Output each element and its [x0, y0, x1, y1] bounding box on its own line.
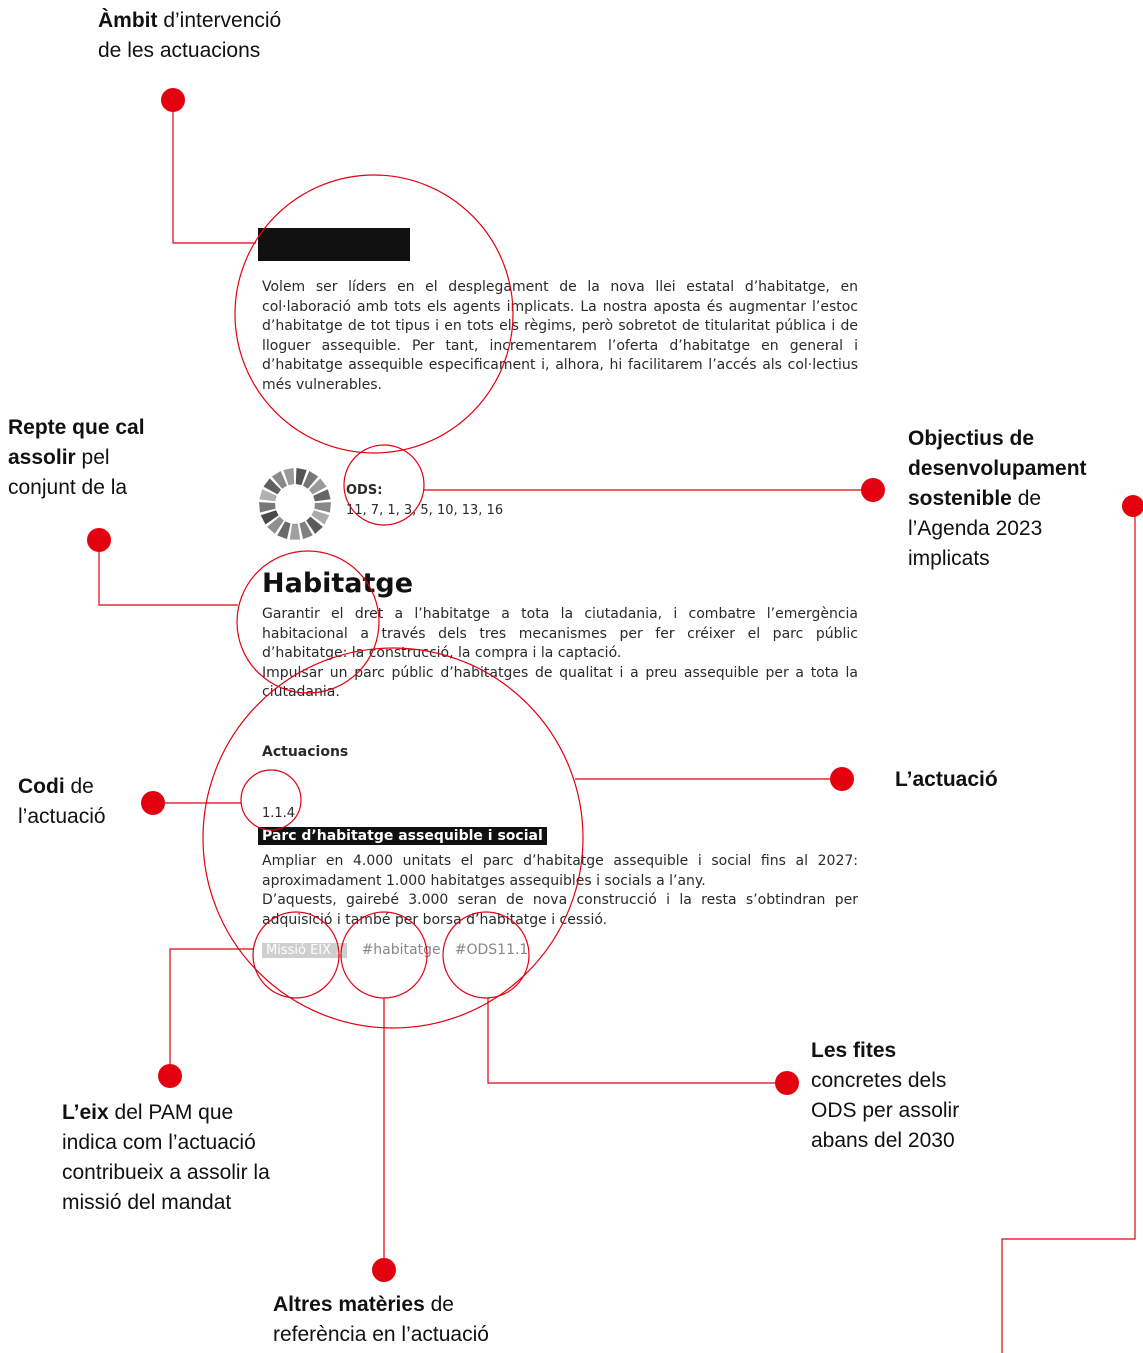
ods-wheel-segment — [283, 468, 295, 486]
ods-label: ODS: — [346, 483, 383, 498]
ring-code — [240, 769, 302, 831]
callout-objectius: Objectius de desenvolupament sostenible … — [908, 427, 1087, 570]
ods-wheel-segment — [306, 516, 323, 534]
ods-wheel-segment — [299, 521, 313, 540]
ring-ods — [343, 444, 425, 526]
dot-actuacio — [830, 767, 854, 791]
challenge-title: Habitatge — [262, 568, 414, 599]
callout-materies: Altres matèries de referència en l’actua… — [273, 1293, 489, 1346]
ring-fita — [442, 911, 530, 999]
dot-codi — [141, 791, 165, 815]
tag-eix[interactable]: Missió EIX 1 — [262, 943, 348, 958]
dot-fita — [775, 1071, 799, 1095]
callout-repte: Repte que cal assolir pel conjunt de la — [8, 416, 145, 499]
callout-actuacio: L’actuació — [895, 768, 998, 791]
section-title: Habitatge — [258, 228, 410, 261]
ods-wheel-segment — [277, 521, 291, 540]
dot-objectius — [861, 478, 885, 502]
ring-action — [202, 647, 584, 1029]
tag-materia[interactable]: #habitatge — [361, 942, 441, 958]
actions-heading: Actuacions — [262, 744, 349, 760]
ring-eix — [252, 911, 340, 999]
dot-materia — [372, 1258, 396, 1282]
ods-wheel-segment — [314, 502, 331, 513]
callout-ambit: Àmbit d’intervenció de les actuacions — [98, 9, 282, 62]
ods-wheel-segment — [267, 516, 284, 534]
leader-right — [1001, 508, 1136, 1353]
tag-fita[interactable]: #ODS11.1 — [454, 942, 529, 958]
action-text: Ampliar en 4.000 unitats el parc d’habit… — [262, 853, 858, 928]
ods-wheel-segment — [259, 489, 277, 502]
ods-wheel-segment — [259, 502, 276, 513]
dot-right — [1122, 495, 1143, 517]
dot-ambit — [161, 88, 185, 112]
ods-wheel-segment — [309, 478, 327, 495]
ods-wheel-segment — [295, 468, 307, 486]
ods-wheel-segment — [263, 478, 281, 495]
ods-wheel-segment — [289, 523, 301, 540]
challenge-text: Garantir el dret a l’habitatge a tota la… — [262, 606, 858, 700]
ods-wheel-segment — [302, 470, 319, 489]
leader-repte — [98, 540, 238, 606]
ring-materia — [340, 911, 428, 999]
action-code: 1.1.4 — [262, 806, 296, 821]
action-title: Parc d’habitatge assequible i social — [258, 827, 547, 845]
ods-wheel-icon — [257, 466, 333, 546]
ring-section-title — [234, 174, 514, 454]
leader-eix — [169, 948, 253, 1076]
ods-wheel-segment — [260, 510, 279, 525]
ods-wheel-segment — [271, 470, 288, 489]
ods-block: ODS: 11, 7, 1, 3, 5, 10, 13, 16 — [346, 481, 503, 521]
callout-eix: L’eix del PAM que indica com l’actuació … — [62, 1101, 270, 1214]
section-text: Volem ser líders en el desplegament de l… — [262, 279, 858, 393]
ods-wheel-segment — [313, 489, 331, 502]
ods-wheel-segment — [311, 510, 330, 525]
callout-codi: Codi de l’actuació — [18, 775, 106, 828]
callout-ambit-bold: Àmbit — [98, 9, 158, 32]
action-tags: Missió EIX 1 #habitatge #ODS11.1 — [262, 942, 528, 958]
leader-ambit — [172, 100, 256, 244]
leader-fita — [487, 998, 787, 1084]
ods-values: 11, 7, 1, 3, 5, 10, 13, 16 — [346, 503, 504, 518]
ring-challenge — [236, 550, 380, 694]
dot-repte — [87, 528, 111, 552]
callout-fites: Les fites concretes dels ODS per assolir… — [811, 1039, 960, 1152]
dot-eix — [158, 1064, 182, 1088]
